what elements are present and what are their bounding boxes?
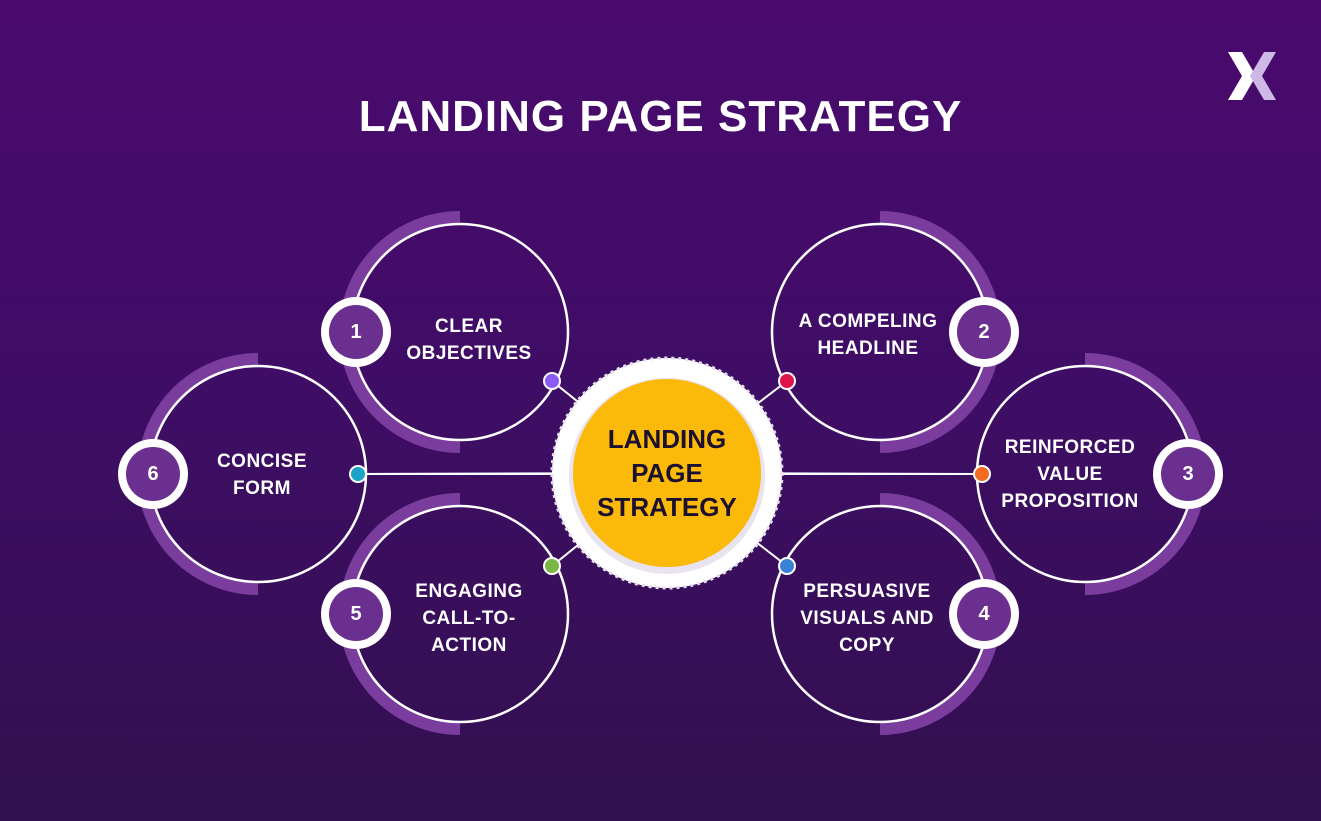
step-label: CLEAR OBJECTIVES xyxy=(406,316,532,364)
center-fill xyxy=(573,379,761,567)
step-number-badge: 3 xyxy=(1182,462,1194,485)
step-label: ENGAGING CALL-TO-ACTION xyxy=(415,580,523,656)
connector-line xyxy=(778,472,983,475)
badge-inner xyxy=(1161,447,1215,501)
center-label: LANDING PAGE STRATEGY xyxy=(597,424,737,522)
badge-inner xyxy=(957,587,1011,641)
strategy-node-6 xyxy=(118,353,368,595)
x-brand-logo xyxy=(1228,52,1276,100)
center-hub xyxy=(550,356,784,590)
step-label: PERSUASIVE VISUALS AND COPY xyxy=(800,580,934,656)
connector-line xyxy=(357,472,556,475)
step-number-badge: 6 xyxy=(147,462,159,485)
connector-dot xyxy=(349,465,367,483)
badge-inner xyxy=(957,305,1011,359)
badge-inner xyxy=(329,587,383,641)
strategy-node-1 xyxy=(321,211,570,453)
step-number-badge: 1 xyxy=(350,320,362,343)
connector-dot xyxy=(778,557,796,575)
page-title: LANDING PAGE STRATEGY xyxy=(358,92,963,141)
step-number-badge: 4 xyxy=(978,602,990,625)
step-number-badge: 5 xyxy=(350,602,362,625)
connector-dot xyxy=(973,465,991,483)
strategy-node-2 xyxy=(770,211,1019,453)
step-label: CONCISE FORM xyxy=(216,451,308,499)
step-label: A COMPELING HEADLINE xyxy=(798,311,938,359)
ring-group xyxy=(118,211,1223,735)
connector-dot xyxy=(543,557,561,575)
strategy-node-3 xyxy=(973,353,1223,595)
strategy-node-5 xyxy=(321,493,570,735)
badge-inner xyxy=(126,447,180,501)
badge-inner xyxy=(329,305,383,359)
connector-dot xyxy=(778,372,796,390)
strategy-node-4 xyxy=(770,493,1019,735)
connector-dot xyxy=(543,372,561,390)
step-number-badge: 2 xyxy=(978,320,990,343)
step-label: REINFORCED VALUE PROPOSITION xyxy=(1001,436,1139,512)
